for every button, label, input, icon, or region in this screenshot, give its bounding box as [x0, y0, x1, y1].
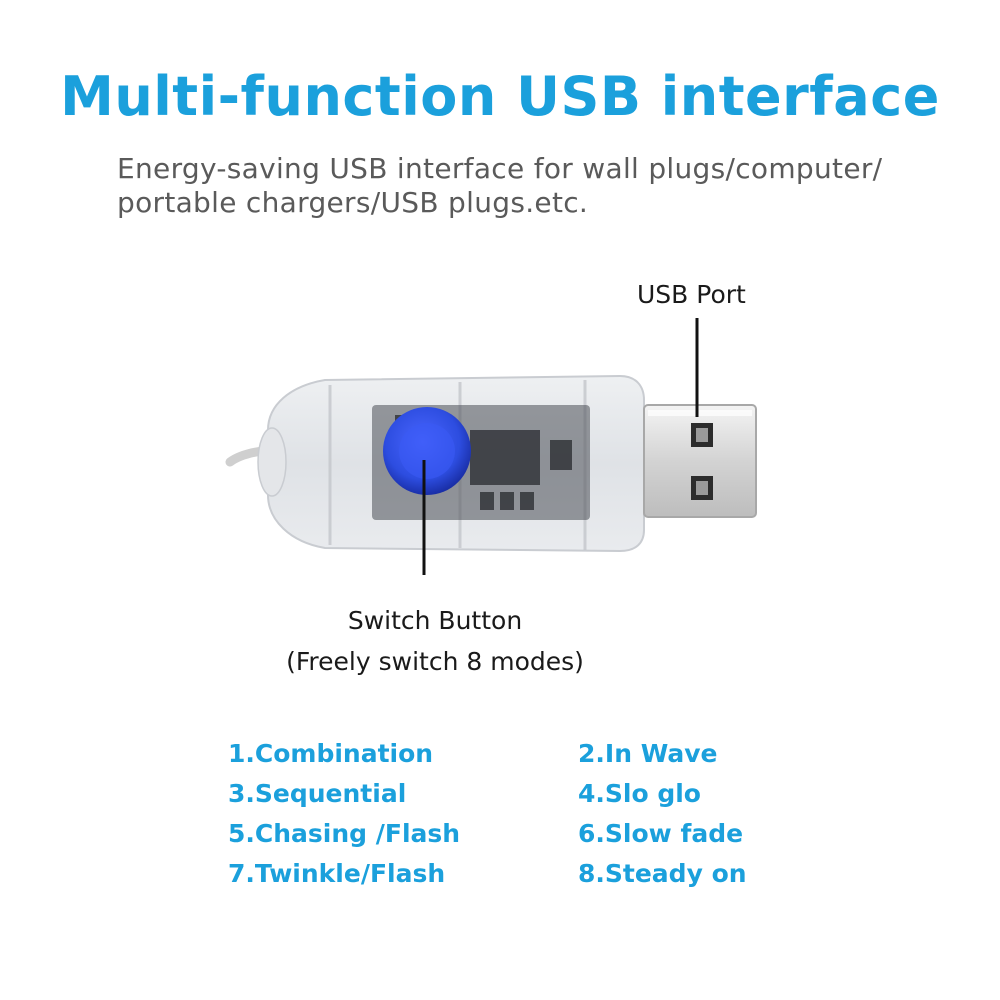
mode-list: 1.Combination 2.In Wave 3.Sequential 4.S… [228, 738, 798, 890]
page-title: Multi-function USB interface [60, 65, 940, 128]
mode-item: 2.In Wave [578, 739, 718, 768]
mode-item: 6.Slow fade [578, 819, 744, 848]
usb-port-label: USB Port [637, 280, 746, 309]
mode-item: 7.Twinkle/Flash [228, 859, 446, 888]
mode-item: 5.Chasing /Flash [228, 819, 461, 848]
chip [470, 430, 540, 485]
switch-button-note: (Freely switch 8 modes) [286, 647, 584, 676]
usb-connector [643, 404, 757, 518]
mode-item: 4.Slo glo [578, 779, 701, 808]
switch-button-title: Switch Button [347, 606, 523, 635]
housing-nose [257, 427, 287, 497]
subtitle-line-2: portable chargers/USB plugs.etc. [117, 186, 589, 219]
mode-item: 3.Sequential [228, 779, 407, 808]
subtitle-line-1: Energy-saving USB interface for wall plu… [117, 152, 883, 185]
switch-button-label: Switch Button (Freely switch 8 modes) [265, 600, 605, 682]
mode-item: 8.Steady on [578, 859, 747, 888]
subtitle: Energy-saving USB interface for wall plu… [117, 152, 957, 220]
mode-item: 1.Combination [228, 739, 434, 768]
